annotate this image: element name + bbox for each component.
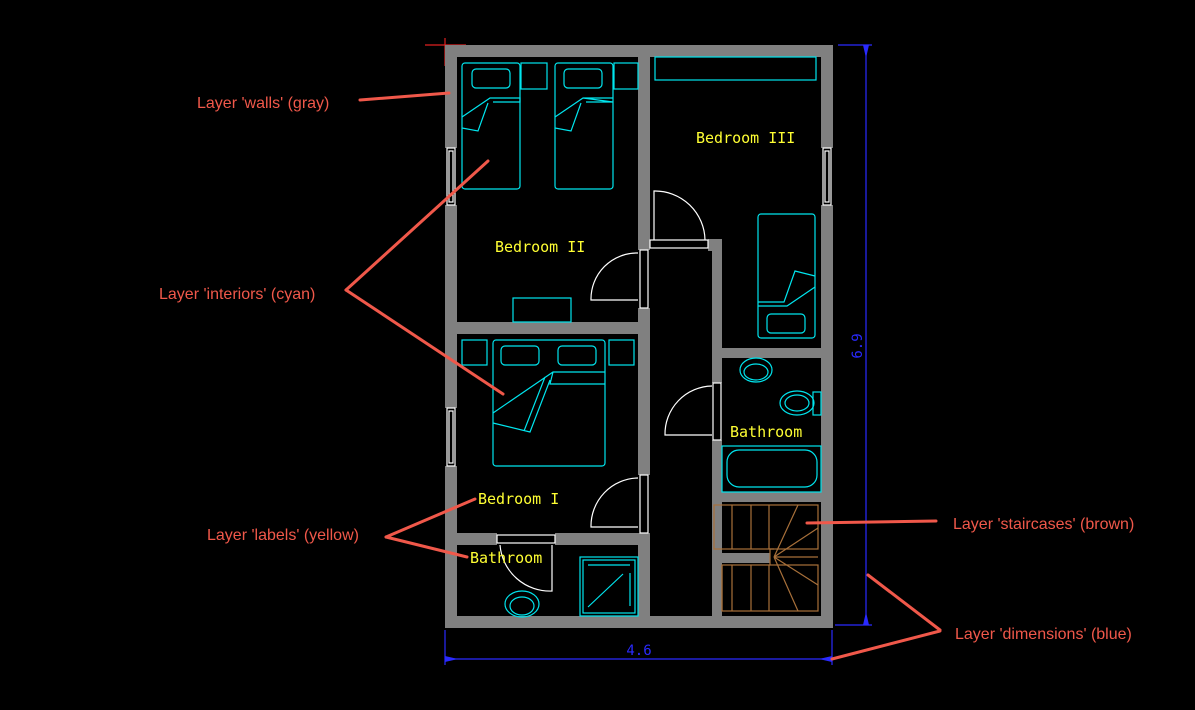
single-bed <box>757 213 816 339</box>
sink <box>739 357 773 383</box>
annotations: Layer 'walls' (gray) Layer 'interiors' (… <box>159 91 1134 661</box>
bathtub <box>721 445 822 493</box>
annotation-interiors: Layer 'interiors' (cyan) <box>159 286 315 303</box>
staircase <box>713 504 819 612</box>
annotation-walls: Layer 'walls' (gray) <box>197 95 329 112</box>
label-bathroom-lower: Bathroom <box>470 549 542 567</box>
nightstand <box>520 62 548 90</box>
interiors-layer <box>461 56 822 618</box>
desk <box>512 297 572 323</box>
label-bedroom-2: Bedroom II <box>495 238 585 256</box>
dimension-width-text: 4.6 <box>626 643 651 659</box>
single-bed <box>461 62 521 190</box>
toilet <box>779 390 822 416</box>
windows <box>446 147 832 467</box>
label-bedroom-3: Bedroom III <box>696 129 795 147</box>
sink <box>504 590 540 618</box>
double-bed <box>492 339 606 467</box>
nightstand <box>461 339 488 366</box>
nightstand <box>613 62 639 90</box>
dimension-height: 6.9 <box>835 44 872 626</box>
nightstand <box>608 339 635 366</box>
single-bed <box>554 62 614 190</box>
doors <box>496 190 722 592</box>
dimension-width: 4.6 <box>444 630 833 665</box>
annotation-dimensions: Layer 'dimensions' (blue) <box>955 626 1132 643</box>
dimension-height-text: 6.9 <box>850 333 866 358</box>
label-bathroom-upper: Bathroom <box>730 423 802 441</box>
annotation-labels: Layer 'labels' (yellow) <box>207 527 359 544</box>
annotation-staircases: Layer 'staircases' (brown) <box>953 516 1134 533</box>
label-bedroom-1: Bedroom I <box>478 490 559 508</box>
shower <box>579 556 639 617</box>
wardrobe <box>654 56 817 81</box>
